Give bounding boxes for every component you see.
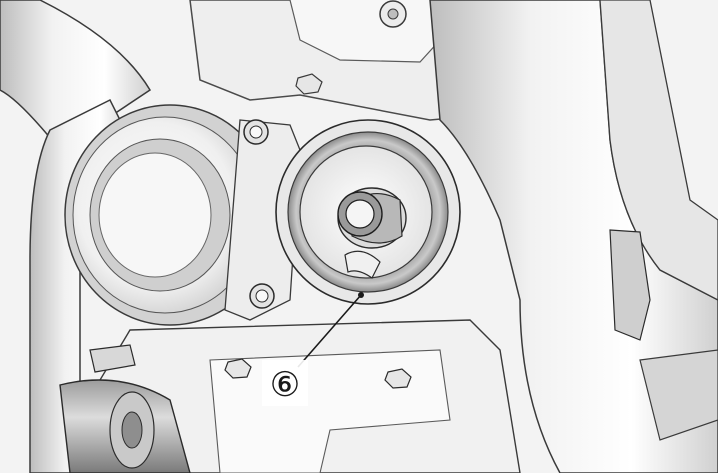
pulley-cover [64,104,276,326]
bolt-upper-left-head [249,125,263,139]
mount-hole-top [387,8,399,20]
bolt-top [295,73,323,95]
center-stud [337,187,407,249]
bolt-lower-left-head [255,289,269,303]
bolt-lower-right [384,368,412,389]
hose-clamp [89,344,136,373]
oil-passage-lip [344,250,381,279]
right-lower-detail [639,349,718,441]
mounting-plate [224,119,301,321]
callout-leader-line [297,294,362,368]
callout-label-backdrop [262,360,308,406]
bolt-lower-center [224,358,252,379]
right-bracket [609,229,651,341]
callout-label-6: ⑥ [270,366,300,404]
hose-lower-left [59,379,191,473]
